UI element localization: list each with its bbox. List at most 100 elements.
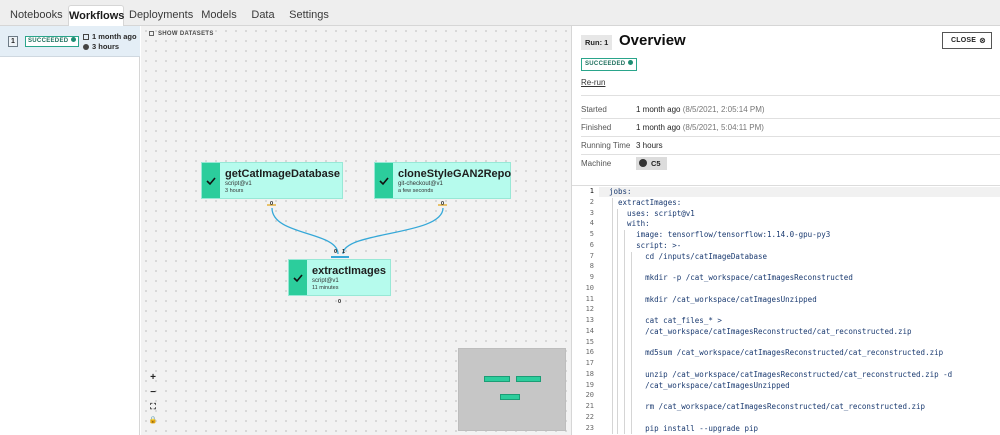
status-badge: SUCCEEDED <box>581 58 638 71</box>
node-title: cloneStyleGAN2Repo <box>398 168 512 180</box>
line-number: 22 <box>585 412 594 421</box>
line-number: 13 <box>585 316 594 324</box>
code-line: unzip /cat_workspace/catImagesReconstruc… <box>609 369 953 379</box>
line-number: 8 <box>589 262 594 271</box>
rerun-link[interactable]: Re-run <box>581 78 606 87</box>
code-line: mkdir -p /cat_workspace/catImagesReconst… <box>609 273 853 282</box>
calendar-icon <box>83 34 89 40</box>
code-line: uses: script@v1 <box>609 208 695 218</box>
success-check-icon <box>202 163 220 198</box>
workflow-node-clonestylegan2repo[interactable]: cloneStyleGAN2Repo git-checkout@v1 a few… <box>374 162 511 199</box>
lock-button[interactable]: 🔒 <box>148 417 158 424</box>
finished-value: 1 month ago (8/5/2021, 5:04:11 PM) <box>636 123 764 132</box>
workflow-node-getcatimagedatabase[interactable]: getCatImageDatabase script@v1 3 hours <box>201 162 343 199</box>
code-line: script: >- <box>609 240 682 250</box>
node-duration: 11 minutes <box>312 285 339 291</box>
status-dot-icon <box>71 37 77 42</box>
finished-relative: 1 month ago <box>636 123 681 132</box>
node-output-port: 0 <box>270 201 274 207</box>
tab-data[interactable]: Data <box>251 9 275 21</box>
divider <box>581 136 1000 137</box>
started-label: Started <box>581 105 607 114</box>
line-number: 15 <box>585 337 594 346</box>
line-number: 1 <box>589 187 594 195</box>
minimap[interactable] <box>458 348 566 431</box>
finished-label: Finished <box>581 123 612 132</box>
divider <box>581 118 1000 119</box>
line-number: 3 <box>589 208 594 217</box>
show-datasets-toggle[interactable]: SHOW DATASETS <box>149 31 214 37</box>
node-input-port-a: 0 <box>334 249 338 255</box>
code-line: with: <box>609 219 650 229</box>
tab-workflows[interactable]: Workflows <box>68 5 124 27</box>
tab-deployments[interactable]: Deployments <box>129 9 194 21</box>
node-action: git-checkout@v1 <box>398 181 443 187</box>
run-duration-value: 3 hours <box>92 42 120 51</box>
run-started: 1 month ago <box>83 32 137 41</box>
edge-getcat-extract <box>271 207 339 255</box>
panel-title: Overview <box>619 32 686 49</box>
line-number: 19 <box>585 380 594 389</box>
node-action: script@v1 <box>225 181 252 187</box>
started-relative: 1 month ago <box>636 105 681 114</box>
node-input-port-b: 1 <box>342 249 346 255</box>
line-number: 23 <box>585 423 594 432</box>
line-number: 6 <box>589 240 594 249</box>
workflow-node-extractimages[interactable]: extractImages script@v1 11 minutes <box>288 259 391 296</box>
tab-models[interactable]: Models <box>201 9 237 21</box>
machine-icon <box>639 159 647 167</box>
indent-guide <box>612 197 613 435</box>
line-number: 20 <box>585 391 594 400</box>
indent-guide <box>631 251 632 435</box>
node-title: getCatImageDatabase <box>225 168 340 180</box>
tab-notebooks[interactable]: Notebooks <box>10 9 63 21</box>
line-number: 21 <box>585 402 594 410</box>
minimap-node <box>500 394 520 400</box>
minimap-node <box>516 376 541 382</box>
code-line: /cat_workspace/catImagesUnzipped <box>609 380 790 390</box>
zoom-out-button[interactable]: − <box>150 387 156 398</box>
code-line: image: tensorflow/tensorflow:1.14.0-gpu-… <box>609 230 831 239</box>
status-dot-icon <box>628 60 634 65</box>
tab-bar: Notebooks Workflows Deployments Models D… <box>0 0 1000 27</box>
line-number: 11 <box>585 294 594 303</box>
workflow-canvas[interactable]: SHOW DATASETS getCatImageDatabase script… <box>141 26 571 435</box>
line-number: 16 <box>585 348 594 357</box>
run-row[interactable]: 1 SUCCEEDED 1 month ago 3 hours <box>0 26 140 57</box>
machine-value: C5 <box>651 159 661 168</box>
tab-settings[interactable]: Settings <box>289 9 329 21</box>
started-value: 1 month ago (8/5/2021, 2:05:14 PM) <box>636 105 765 114</box>
active-line-highlight <box>599 187 1000 197</box>
line-number: 18 <box>585 369 594 378</box>
fit-view-button[interactable]: ⛶ <box>150 402 156 411</box>
run-label: Run: 1 <box>581 35 613 50</box>
indent-guide <box>624 230 625 435</box>
node-output-port: 0 <box>338 299 342 305</box>
close-icon: ⊗ <box>979 36 986 45</box>
edges <box>267 204 447 296</box>
code-line: rm /cat_workspace/catImagesReconstructed… <box>609 402 926 411</box>
line-number: 7 <box>589 251 594 260</box>
status-badge: SUCCEEDED <box>25 36 80 47</box>
close-button-label: CLOSE <box>951 37 977 44</box>
overview-panel: Run: 1 Overview CLOSE⊗ SUCCEEDED Re-run … <box>571 26 1000 435</box>
run-number: 1 <box>8 36 18 47</box>
status-badge-label: SUCCEEDED <box>28 38 69 44</box>
running-time-value: 3 hours <box>636 141 663 150</box>
node-title: extractImages <box>312 265 386 277</box>
line-number: 10 <box>585 283 594 292</box>
code-line: mkdir /cat_workspace/catImagesUnzipped <box>609 294 817 304</box>
node-duration: a few seconds <box>398 188 434 194</box>
line-number: 12 <box>585 305 594 314</box>
zoom-in-button[interactable]: + <box>150 372 156 383</box>
close-button[interactable]: CLOSE⊗ <box>942 32 992 49</box>
node-action: script@v1 <box>312 278 339 284</box>
line-number: 4 <box>589 219 594 228</box>
machine-label: Machine <box>581 159 612 168</box>
clock-icon <box>83 44 89 50</box>
runs-list: 1 SUCCEEDED 1 month ago 3 hours <box>0 26 140 435</box>
code-line: /cat_workspace/catImagesReconstructed/ca… <box>609 326 912 336</box>
line-number: 5 <box>589 230 594 238</box>
